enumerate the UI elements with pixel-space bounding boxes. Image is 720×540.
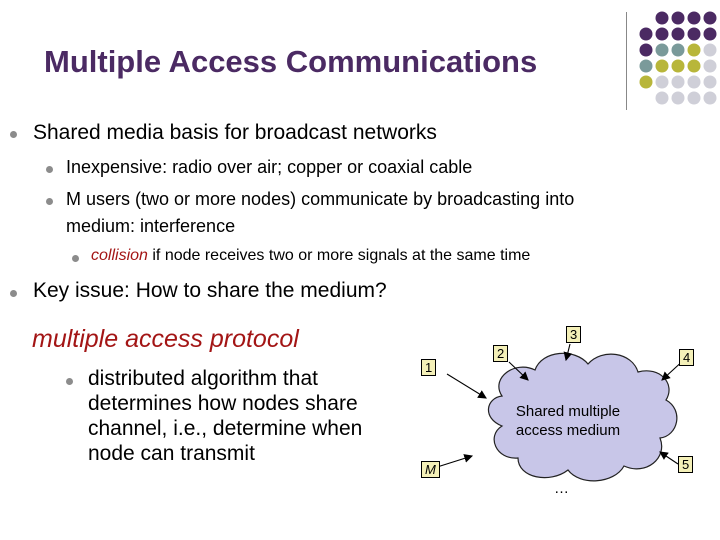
bullet-icon	[66, 378, 73, 385]
node-5: 5	[678, 456, 694, 473]
bullet-m-users-line1: M users (two or more nodes) communicate …	[66, 189, 575, 209]
decorative-dot	[687, 11, 701, 25]
cloud-label-line: Shared multiple	[515, 403, 621, 420]
decorative-dot	[639, 59, 653, 73]
arrow-node-1	[446, 373, 487, 399]
node-2: 2	[493, 345, 509, 362]
decorative-dot	[687, 75, 701, 89]
bullet-icon	[46, 166, 53, 173]
cloud-label: Shared multiple access medium	[488, 402, 648, 440]
decorative-dot	[655, 43, 669, 57]
arrow-node-3	[563, 343, 573, 362]
protocol-desc-line: node can transmit	[88, 442, 255, 465]
decorative-dot	[671, 27, 685, 41]
decorative-dot	[687, 59, 701, 73]
decorative-dot	[639, 75, 653, 89]
decorative-dot	[703, 11, 717, 25]
decorative-dot	[671, 43, 685, 57]
decorative-dot	[655, 59, 669, 73]
bullet-icon	[10, 131, 17, 138]
slide-title: Multiple Access Communications	[44, 44, 538, 79]
decorative-dot	[671, 11, 685, 25]
bullet-key-issue: Key issue: How to share the medium?	[33, 279, 387, 302]
bullet-icon	[72, 255, 79, 262]
decorative-dot	[703, 43, 717, 57]
bullet-shared-media: Shared media basis for broadcast network…	[33, 121, 437, 144]
decorative-dot	[687, 27, 701, 41]
decorative-dot	[687, 43, 701, 57]
bullet-collision: collision if node receives two or more s…	[91, 247, 530, 265]
node-m: M	[421, 461, 440, 478]
decorative-dot	[639, 43, 653, 57]
cloud-label-line: access medium	[515, 422, 621, 439]
protocol-desc-line: determines how nodes share	[88, 392, 358, 415]
decorative-dot	[655, 91, 669, 105]
decorative-dot	[703, 59, 717, 73]
more-nodes-ellipsis: …	[554, 480, 569, 497]
collision-description: if node receives two or more signals at …	[147, 247, 531, 264]
bullet-inexpensive: Inexpensive: radio over air; copper or c…	[66, 157, 473, 177]
decorative-dot	[687, 91, 701, 105]
bullet-icon	[10, 290, 17, 297]
node-4: 4	[679, 349, 695, 366]
arrow-node-2	[508, 361, 529, 381]
decorative-dot-grid	[639, 11, 717, 105]
title-divider	[626, 12, 627, 110]
decorative-dot	[703, 91, 717, 105]
decorative-dot	[671, 59, 685, 73]
collision-term: collision	[91, 247, 148, 264]
bullet-icon	[46, 198, 53, 205]
node-1: 1	[421, 359, 437, 376]
protocol-desc-line: distributed algorithm that	[88, 367, 318, 390]
decorative-dot	[655, 75, 669, 89]
decorative-dot	[655, 11, 669, 25]
node-3: 3	[566, 326, 582, 343]
arrow-node-m	[433, 454, 474, 469]
decorative-dot	[671, 91, 685, 105]
decorative-dot	[703, 75, 717, 89]
protocol-heading: multiple access protocol	[32, 325, 299, 353]
decorative-dot	[639, 27, 653, 41]
bullet-m-users-line2: medium: interference	[66, 216, 236, 236]
decorative-dot	[671, 75, 685, 89]
arrow-node-5	[659, 451, 679, 465]
protocol-description: distributed algorithm that determines ho…	[88, 366, 362, 466]
decorative-dot	[655, 27, 669, 41]
decorative-dot	[703, 27, 717, 41]
protocol-desc-line: channel, i.e., determine when	[88, 417, 363, 440]
